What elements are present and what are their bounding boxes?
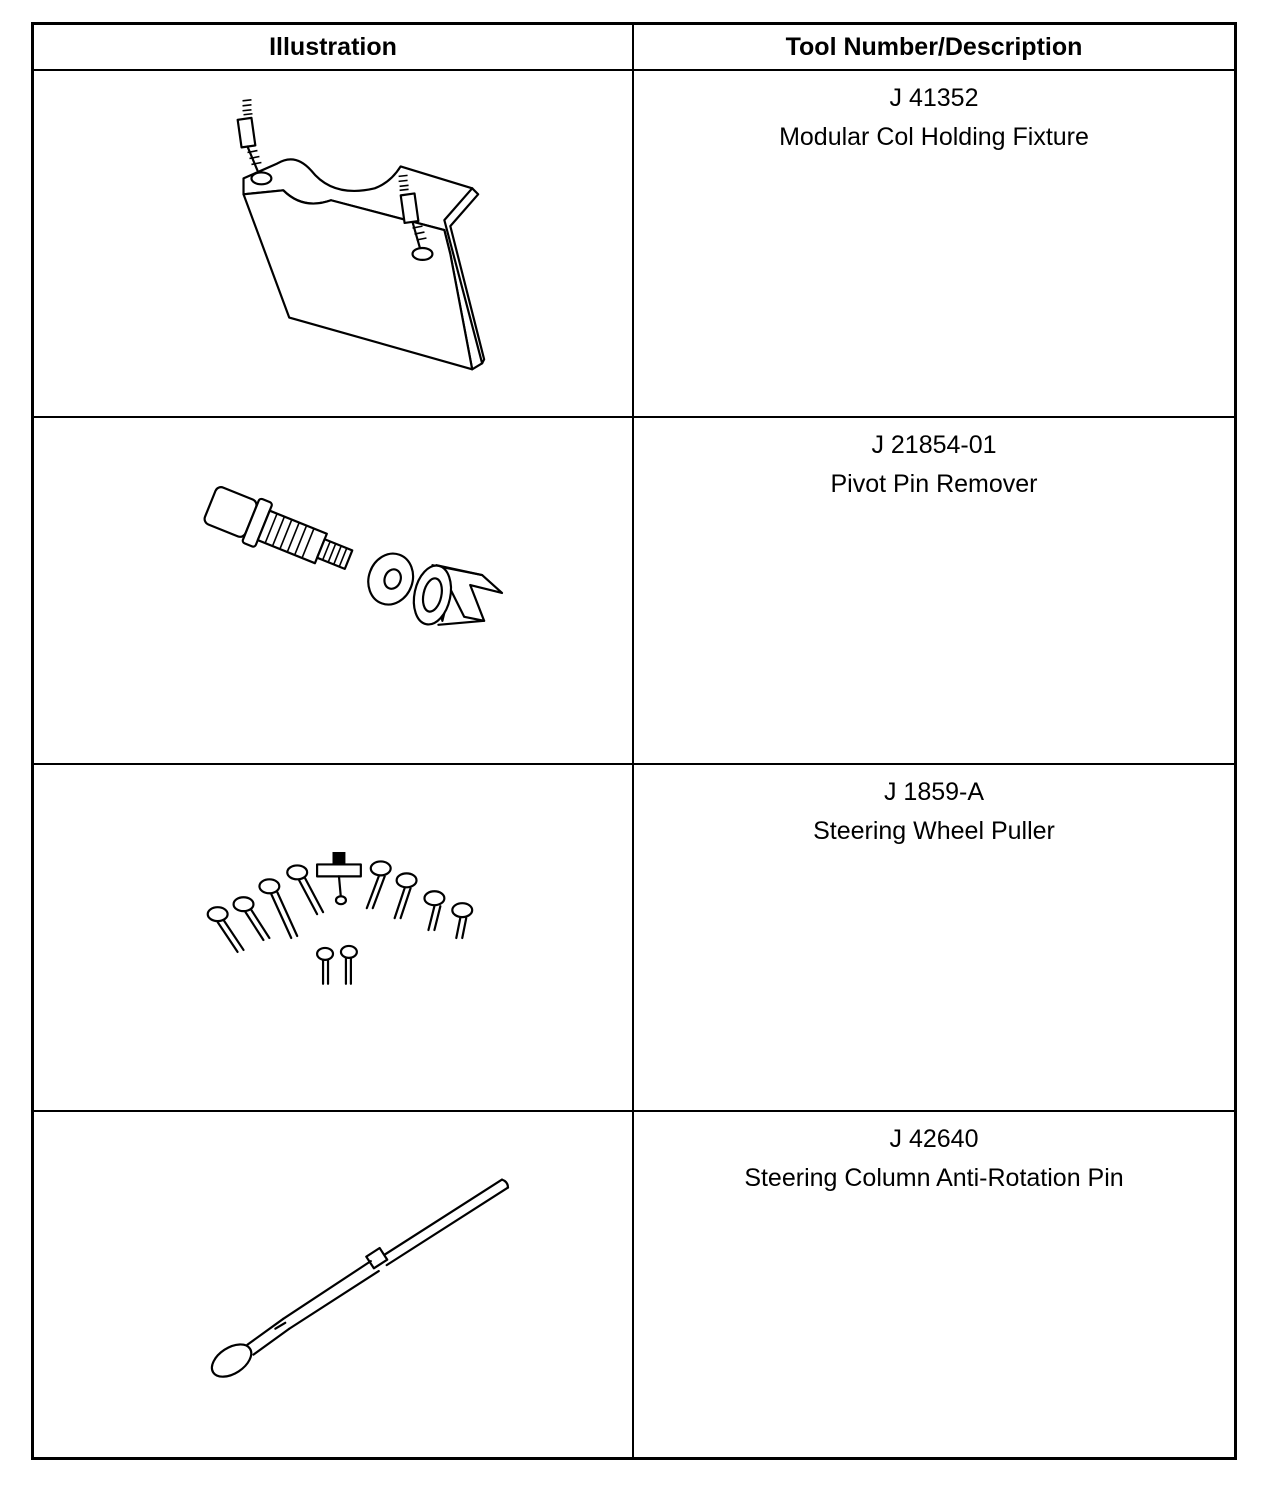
header-illustration-label: Illustration xyxy=(269,32,397,61)
tool-description: Pivot Pin Remover xyxy=(830,470,1038,498)
header-tool-description: Tool Number/Description xyxy=(634,25,1234,71)
illustration-cell-1 xyxy=(34,71,634,418)
pivot-pin-remover-illustration xyxy=(203,486,504,626)
special-tools-table: Illustration Tool Number/Description xyxy=(31,22,1237,1460)
description-cell-4: J 42640 Steering Column Anti-Rotation Pi… xyxy=(634,1112,1234,1457)
tool-number: J 42640 xyxy=(889,1125,979,1153)
tool-number: J 41352 xyxy=(889,84,979,112)
illustration-cell-4 xyxy=(34,1112,634,1457)
steering-wheel-puller-illustration xyxy=(206,851,474,985)
description-cell-3: J 1859-A Steering Wheel Puller xyxy=(634,765,1234,1112)
header-tool-label: Tool Number/Description xyxy=(785,32,1083,61)
description-cell-1: J 41352 Modular Col Holding Fixture xyxy=(634,71,1234,418)
header-illustration: Illustration xyxy=(34,25,634,71)
description-cell-2: J 21854-01 Pivot Pin Remover xyxy=(634,418,1234,765)
illustration-cell-2 xyxy=(34,418,634,765)
illustration-cell-3 xyxy=(34,765,634,1112)
holding-fixture-illustration xyxy=(236,99,486,371)
tool-description: Modular Col Holding Fixture xyxy=(779,123,1089,151)
tool-description: Steering Wheel Puller xyxy=(813,817,1055,845)
tool-description: Steering Column Anti-Rotation Pin xyxy=(744,1164,1124,1192)
tool-number: J 1859-A xyxy=(883,778,985,806)
anti-rotation-pin-illustration xyxy=(210,1178,510,1378)
tool-number: J 21854-01 xyxy=(871,431,997,459)
